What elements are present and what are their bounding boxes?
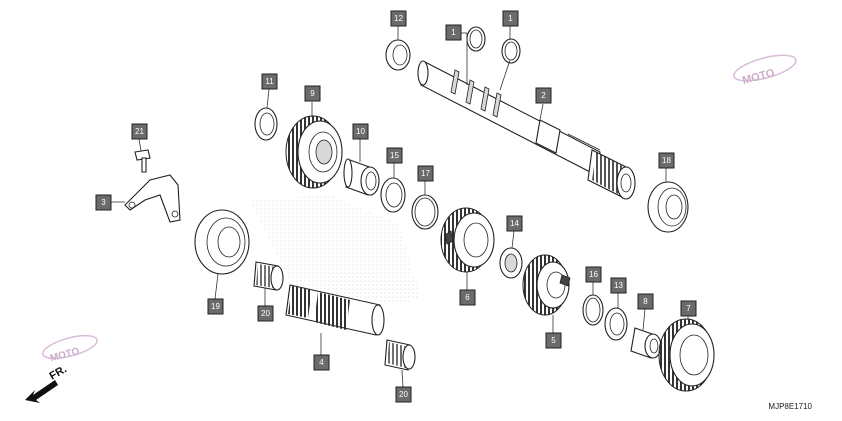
callout-7: 7	[680, 300, 697, 317]
background-watermark	[250, 195, 420, 305]
diagram-code: MJP8E1710	[768, 402, 812, 411]
callout-12: 12	[390, 10, 407, 27]
svg-text:6: 6	[465, 293, 470, 302]
svg-text:12: 12	[394, 14, 403, 23]
spline-washer-14	[500, 248, 522, 278]
callout-16: 16	[585, 266, 602, 283]
callout-13: 13	[610, 277, 627, 294]
callout-21: 21	[131, 123, 148, 140]
snap-ring-1a	[467, 27, 485, 51]
gear-9	[286, 116, 342, 188]
moto-logo-top: MOTO	[733, 54, 797, 87]
svg-text:2: 2	[541, 91, 546, 100]
thrust-washer-11	[255, 108, 277, 140]
bolt-21	[135, 150, 150, 172]
snap-ring-16	[583, 295, 603, 325]
svg-text:5: 5	[551, 336, 556, 345]
callout-11: 11	[261, 73, 278, 90]
callout-15: 15	[386, 147, 403, 164]
callout-6: 6	[459, 289, 476, 306]
callout-17: 17	[417, 165, 434, 182]
snap-ring-17	[412, 195, 438, 229]
callout-5: 5	[545, 332, 562, 349]
countershaft	[418, 61, 635, 199]
callout-1b: 1	[502, 10, 519, 27]
thrust-washer-13	[605, 308, 627, 340]
callout-1a: 1	[445, 24, 462, 41]
callout-10: 10	[352, 123, 369, 140]
svg-text:8: 8	[643, 297, 648, 306]
callout-19: 19	[207, 298, 224, 315]
front-direction-arrow: FR.	[25, 363, 69, 403]
svg-text:21: 21	[135, 127, 144, 136]
svg-text:15: 15	[390, 151, 399, 160]
snap-ring-1b	[502, 39, 520, 63]
callout-9: 9	[304, 85, 321, 102]
gear-shaft-4	[286, 285, 384, 335]
radial-bearing-18	[648, 182, 688, 232]
svg-text:20: 20	[399, 390, 408, 399]
needle-bearing-20b	[385, 340, 415, 370]
svg-text:19: 19	[211, 302, 220, 311]
callout-18: 18	[658, 152, 675, 169]
svg-text:13: 13	[614, 281, 623, 290]
svg-text:11: 11	[265, 77, 274, 86]
svg-text:1: 1	[451, 28, 456, 37]
svg-text:MOTO: MOTO	[49, 346, 81, 364]
svg-text:MOTO: MOTO	[741, 67, 776, 87]
bushing-10	[344, 159, 379, 195]
radial-bearing-19	[195, 210, 249, 274]
leader-lines	[111, 25, 689, 388]
callout-14: 14	[506, 215, 523, 232]
svg-text:7: 7	[686, 304, 691, 313]
gear-7	[659, 319, 714, 391]
needle-bearing-20a	[254, 262, 283, 290]
callout-3: 3	[95, 194, 112, 211]
callout-2: 2	[535, 87, 552, 104]
thrust-washer-15	[381, 178, 405, 212]
moto-logo-left: MOTO	[42, 334, 98, 364]
svg-text:3: 3	[101, 198, 106, 207]
callout-8: 8	[637, 293, 654, 310]
callout-20a: 20	[257, 305, 274, 322]
svg-text:9: 9	[310, 89, 315, 98]
svg-text:20: 20	[261, 309, 270, 318]
svg-text:16: 16	[589, 270, 598, 279]
bearing-set-plate-3	[125, 175, 180, 222]
gear-5	[523, 255, 570, 315]
front-label: FR.	[48, 363, 69, 382]
svg-text:1: 1	[508, 14, 513, 23]
svg-text:10: 10	[356, 127, 365, 136]
svg-text:4: 4	[319, 358, 324, 367]
callout-20b: 20	[395, 386, 412, 403]
svg-text:18: 18	[662, 156, 671, 165]
thrust-washer-12	[386, 40, 410, 70]
bushing-8	[631, 328, 661, 358]
svg-text:17: 17	[421, 169, 430, 178]
callout-4: 4	[313, 354, 330, 371]
svg-text:14: 14	[510, 219, 519, 228]
gear-6	[441, 208, 494, 272]
